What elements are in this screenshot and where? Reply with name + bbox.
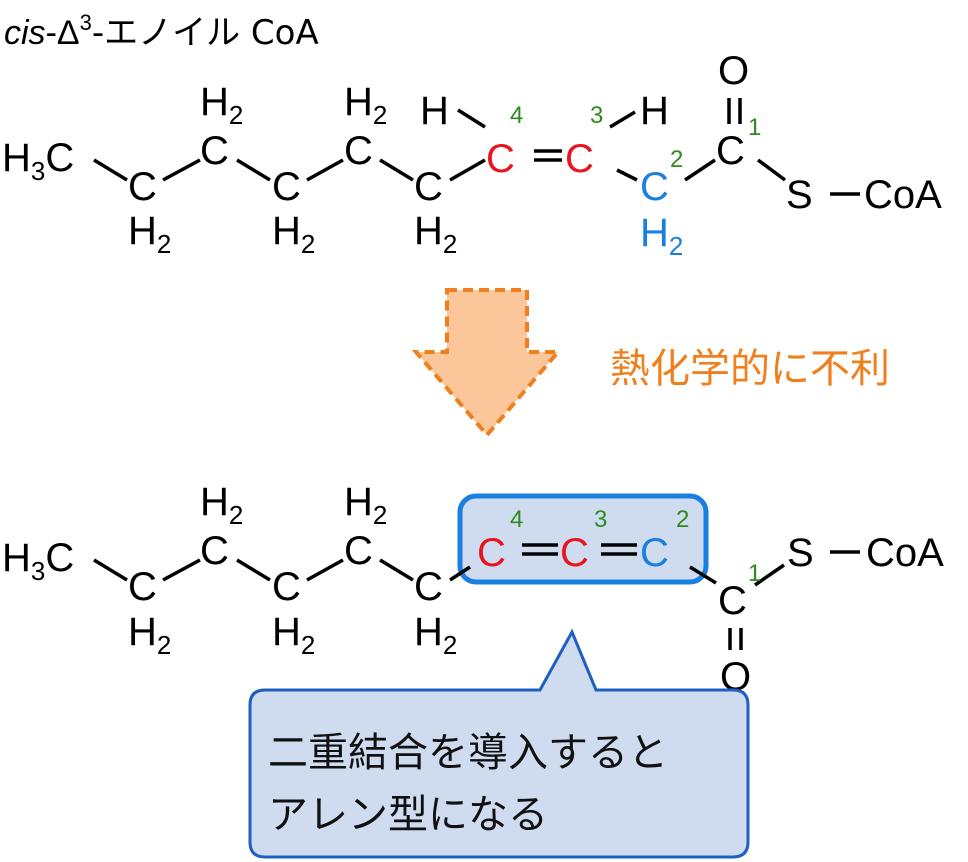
bond — [162, 158, 201, 182]
bond — [236, 558, 271, 582]
atom-c3: C — [560, 531, 589, 575]
bond — [449, 565, 471, 582]
atom-label: H2 — [128, 610, 171, 660]
bond — [93, 158, 128, 182]
atom-label: C — [344, 529, 373, 573]
atom-label: CoA — [866, 531, 944, 575]
molecule-title: cis-Δ3-エノイル CoA — [4, 10, 319, 53]
locant-1: 1 — [748, 114, 761, 141]
down-arrow — [411, 288, 563, 439]
locant-2: 2 — [670, 146, 683, 173]
title-suffix: -エノイル CoA — [92, 13, 319, 53]
atom-label: C — [200, 129, 229, 173]
atom-label: C — [414, 565, 443, 609]
atom-label: H2 — [414, 610, 457, 660]
bond — [689, 565, 717, 585]
atom-label: C — [128, 165, 157, 209]
callout-line1: 二重結合を導入すると — [268, 730, 668, 776]
arrow-shape — [411, 288, 563, 439]
atom-label: O — [718, 49, 749, 93]
bond — [449, 158, 486, 182]
callout-shape — [248, 628, 750, 859]
atom-label: C — [414, 165, 443, 209]
atom-label: C — [272, 565, 301, 609]
title-superscript: 3 — [80, 10, 92, 35]
locant-2: 2 — [676, 506, 689, 533]
atom-c4: C — [486, 137, 515, 181]
locant-3: 3 — [594, 506, 607, 533]
allene-highlight-box — [457, 493, 709, 585]
atom-label: H3C — [2, 536, 74, 586]
atom-c1: C — [718, 579, 747, 623]
atom-label: CoA — [864, 173, 942, 217]
bond — [93, 558, 128, 582]
atom-label: C — [128, 565, 157, 609]
arrow-label: 熱化学的に不利 — [610, 346, 890, 392]
atom-label: H3C — [2, 136, 74, 186]
atom-c2: C — [640, 531, 669, 575]
bond — [306, 558, 344, 582]
bond — [609, 110, 636, 129]
bottom-molecule: H3C C H2 H2 C C H2 H2 C C H2 C 4 C 3 C 2… — [2, 480, 944, 699]
bond — [457, 108, 486, 129]
atom-label: H2 — [344, 480, 387, 530]
atom-c1: C — [716, 129, 745, 173]
atom-label: H2 — [272, 209, 315, 259]
bond — [754, 563, 785, 587]
atom-label: H2 — [414, 209, 457, 259]
locant-3: 3 — [590, 102, 603, 129]
locant-4: 4 — [510, 506, 523, 533]
bond — [616, 168, 638, 182]
callout-bubble: 二重結合を導入すると アレン型になる — [248, 628, 750, 859]
bond — [162, 558, 201, 582]
atom-label: C — [344, 129, 373, 173]
atom-label: H2 — [272, 610, 315, 660]
atom-label: H2 — [344, 80, 387, 130]
atom-label: H2 — [200, 80, 243, 130]
atom-label: C — [272, 165, 301, 209]
atom-c3: C — [565, 137, 594, 181]
atom-label: S — [787, 531, 814, 575]
atom-label: H2 — [200, 480, 243, 530]
callout-line2: アレン型になる — [268, 792, 548, 838]
atom-label: H — [420, 89, 449, 133]
title-cis: cis — [4, 14, 46, 52]
bond — [684, 158, 716, 182]
top-molecule: H3C C H2 H2 C C H2 H2 C C H2 H C 4 C 3 H… — [2, 49, 942, 261]
bond — [379, 558, 414, 582]
bond — [756, 158, 787, 182]
atom-label: C — [200, 529, 229, 573]
atom-label: H — [640, 89, 669, 133]
bond — [379, 158, 414, 182]
locant-4: 4 — [510, 102, 523, 129]
atom-c2: C — [640, 165, 669, 209]
bond — [236, 158, 271, 182]
atom-label: H2 — [128, 209, 171, 259]
atom-label: H2 — [640, 211, 683, 261]
title-delta: -Δ — [46, 14, 80, 52]
bond — [306, 158, 344, 182]
locant-1: 1 — [748, 560, 761, 587]
atom-c4: C — [477, 531, 506, 575]
atom-label: S — [786, 173, 813, 217]
